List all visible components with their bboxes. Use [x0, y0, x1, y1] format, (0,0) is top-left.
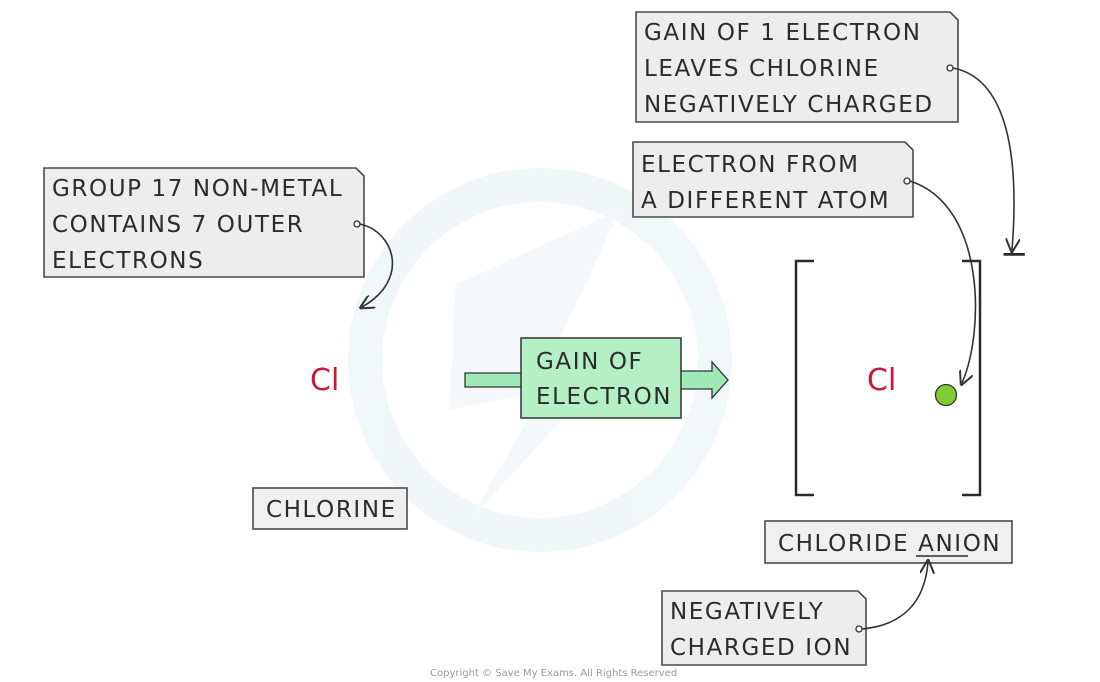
- electron-source-pointer-arrow: [909, 180, 977, 383]
- electron-cross: [338, 427, 352, 441]
- group-17-note-line-2: CONTAINS 7 OUTER: [52, 212, 304, 238]
- electron-cross: [263, 386, 277, 400]
- electron-cross: [864, 312, 878, 326]
- electron-cross: [820, 386, 834, 400]
- chlorine-label-box: CHLORINE: [252, 487, 408, 530]
- ion-charge-sign: −: [1000, 234, 1029, 274]
- electron-cross: [338, 312, 352, 326]
- charge-note-line-1: GAIN OF 1 ELECTRON: [644, 20, 922, 46]
- electron-cross: [864, 427, 878, 441]
- group-17-note-line-1: GROUP 17 NON-METAL: [52, 176, 343, 202]
- chlorine-symbol: Cl: [310, 363, 339, 398]
- electron-cross: [820, 357, 834, 371]
- anion-note-line-1: NEGATIVELY: [670, 599, 824, 625]
- electron-cross: [309, 427, 323, 441]
- note-pin: [946, 64, 954, 72]
- ion-bracket-left: [794, 259, 814, 497]
- group-17-note-line-3: ELECTRONS: [52, 248, 204, 274]
- note-pin: [353, 220, 361, 228]
- ion-bracket-right: [962, 259, 982, 497]
- chloride-symbol: Cl: [867, 363, 896, 398]
- anion-note-line-2: CHARGED ION: [670, 635, 852, 661]
- electron-source-note: ELECTRON FROM A DIFFERENT ATOM: [632, 141, 914, 218]
- process-line-2: ELECTRON: [536, 384, 672, 410]
- note-pin: [903, 177, 911, 185]
- anion-note: NEGATIVELY CHARGED ION: [661, 590, 867, 666]
- electron-source-line-2: A DIFFERENT ATOM: [641, 188, 890, 214]
- electron-cross: [893, 427, 907, 441]
- gained-electron-dot: [934, 383, 958, 407]
- copyright-text: Copyright © Save My Exams. All Rights Re…: [430, 668, 677, 679]
- group-17-note: GROUP 17 NON-METAL CONTAINS 7 OUTER ELEC…: [43, 167, 365, 278]
- electron-cross: [309, 312, 323, 326]
- note-pin: [855, 625, 863, 633]
- chlorine-label: CHLORINE: [266, 497, 397, 523]
- group-17-pointer-arrow: [360, 223, 394, 307]
- gain-of-electron-arrow: GAIN OF ELECTRON: [464, 337, 729, 419]
- anion-pointer-arrow: [861, 562, 928, 630]
- chloride-label: CHLORIDE ANION: [778, 531, 1001, 557]
- charge-note: GAIN OF 1 ELECTRON LEAVES CHLORINE NEGAT…: [635, 11, 959, 123]
- electron-cross: [383, 369, 397, 383]
- electron-source-line-1: ELECTRON FROM: [641, 152, 860, 178]
- charge-note-line-2: LEAVES CHLORINE: [644, 56, 880, 82]
- charge-note-line-3: NEGATIVELY CHARGED: [644, 92, 934, 118]
- charge-pointer-arrow: [952, 67, 1014, 250]
- process-line-1: GAIN OF: [536, 349, 643, 375]
- electron-cross: [938, 356, 952, 370]
- electron-cross: [893, 312, 907, 326]
- electron-cross: [263, 357, 277, 371]
- chloride-label-box: CHLORIDE ANION: [764, 520, 1013, 564]
